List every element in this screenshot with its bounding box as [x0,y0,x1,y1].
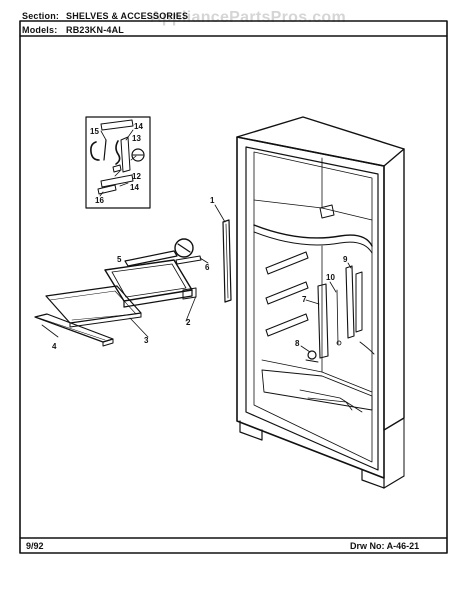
round-fitting-part [174,238,209,265]
callout-1: 1 [210,196,215,205]
callout-2: 2 [186,318,191,327]
shelf-rear-bar-part [124,250,178,267]
callout-5: 5 [117,255,122,264]
drawing-number: Drw No: A-46-21 [350,541,420,551]
leader-7 [305,299,320,305]
section-label: Section: [22,11,60,21]
callout-4: 4 [52,342,57,351]
models-value: RB23KN-4AL [66,25,125,35]
section-value: SHELVES & ACCESSORIES [66,11,189,21]
leader-9 [347,262,352,269]
leader-10 [329,281,337,293]
callout-8: 8 [295,339,300,348]
callout-6: 6 [205,263,210,272]
refrigerator-cabinet [236,116,405,489]
callout-7: 7 [302,295,307,304]
models-label: Models: [22,25,58,35]
models-row: Models: RB23KN-4AL [22,25,124,35]
shelf-front-trim-part [34,313,114,347]
revision-date: 9/92 [26,541,44,551]
callout-14-lower: 14 [130,183,139,192]
callout-3: 3 [144,336,149,345]
trim-strip-part [214,204,232,303]
shelf-frame-part [104,259,197,322]
callout-14-upper: 14 [134,122,143,131]
callout-10: 10 [326,273,335,282]
callout-9: 9 [343,255,348,264]
glass-shelf-part [45,285,149,338]
callout-13: 13 [132,134,141,143]
shelf-support-detail-inset [85,116,151,209]
callout-15: 15 [90,127,99,136]
diagram-frame [19,20,448,554]
callout-16: 16 [95,196,104,205]
leader-8 [300,345,311,353]
section-row: Section: SHELVES & ACCESSORIES [22,11,188,21]
callout-12: 12 [132,172,141,181]
